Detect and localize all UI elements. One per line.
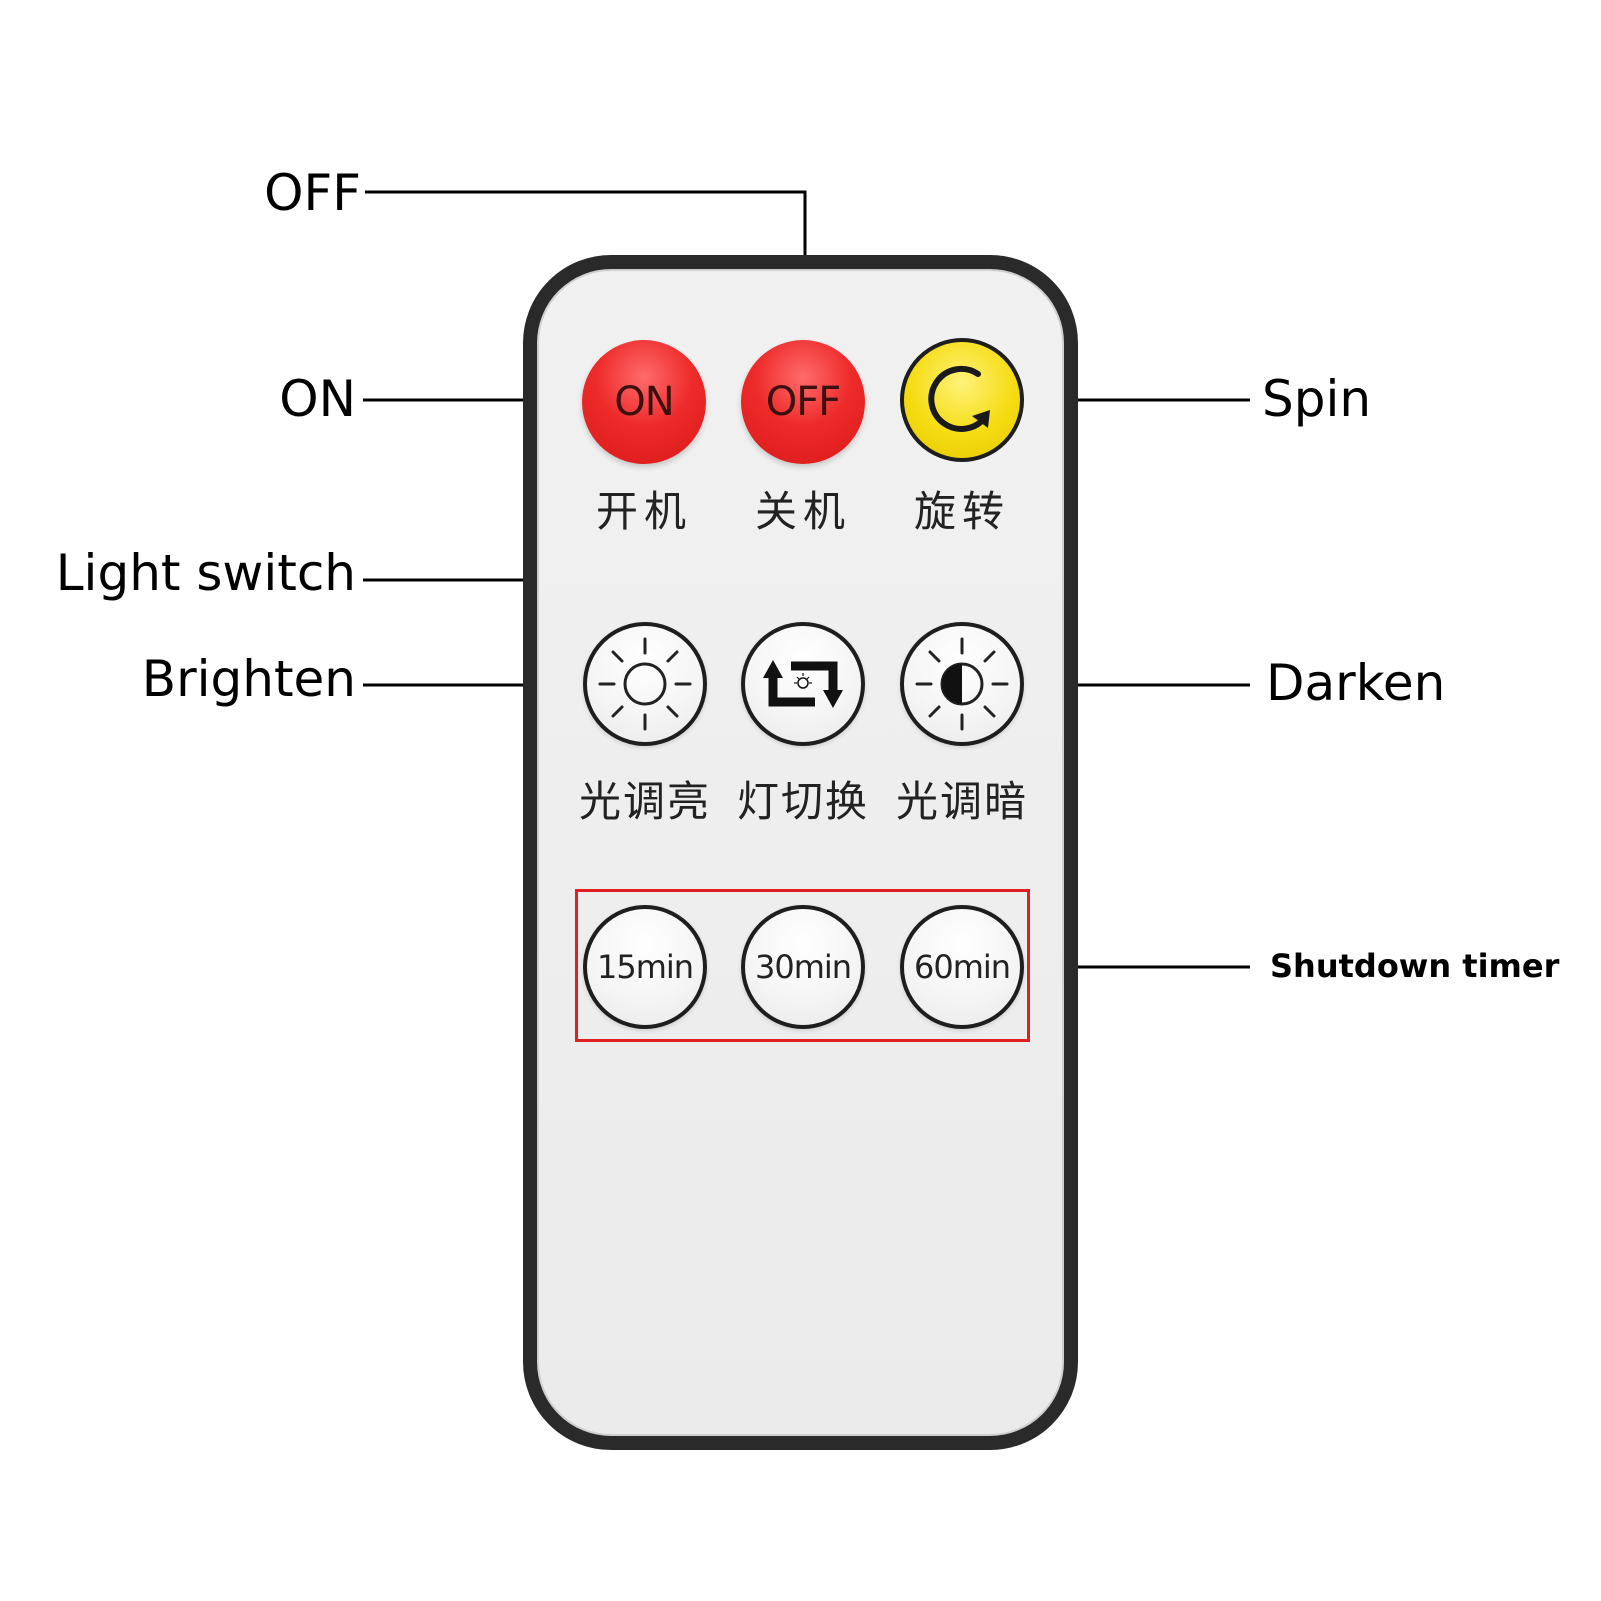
- off-button[interactable]: OFF: [741, 340, 865, 464]
- darken-caption: 光调暗: [895, 777, 1028, 826]
- shutdown-timer-callout-label: Shutdown timer: [1270, 947, 1560, 985]
- light-switch-callout-label: Light switch: [55, 544, 356, 602]
- spin-caption: 旋转: [913, 487, 1010, 536]
- darken-button[interactable]: [900, 622, 1024, 746]
- off-callout-label: OFF: [264, 164, 361, 222]
- timer-15min-button[interactable]: 15min: [583, 905, 707, 1029]
- light-switch-icon: [763, 660, 843, 708]
- half-sun-icon: [915, 637, 1009, 731]
- timer-60min-button[interactable]: 60min: [900, 905, 1024, 1029]
- timer-60min-label: 60min: [913, 948, 1011, 986]
- light-switch-button[interactable]: [741, 622, 865, 746]
- on-caption: 开机: [595, 487, 692, 536]
- shutdown-timer-highlight: [575, 889, 1030, 1042]
- rotate-icon: [928, 365, 990, 432]
- sun-icon: [598, 637, 692, 731]
- on-button[interactable]: ON: [582, 340, 706, 464]
- on-callout-label: ON: [279, 370, 356, 428]
- brighten-callout-label: Brighten: [141, 650, 356, 708]
- brighten-caption: 光调亮: [578, 777, 711, 826]
- darken-callout-label: Darken: [1266, 654, 1446, 712]
- off-button-label: OFF: [765, 379, 841, 425]
- on-button-label: ON: [614, 379, 674, 425]
- spin-button[interactable]: [900, 338, 1024, 462]
- spin-callout-label: Spin: [1262, 370, 1372, 428]
- off-caption: 关机: [754, 487, 851, 536]
- timer-30min-label: 30min: [754, 948, 852, 986]
- timer-15min-label: 15min: [596, 948, 694, 986]
- timer-30min-button[interactable]: 30min: [741, 905, 865, 1029]
- brighten-button[interactable]: [583, 622, 707, 746]
- light-switch-caption: 灯切换: [736, 777, 869, 826]
